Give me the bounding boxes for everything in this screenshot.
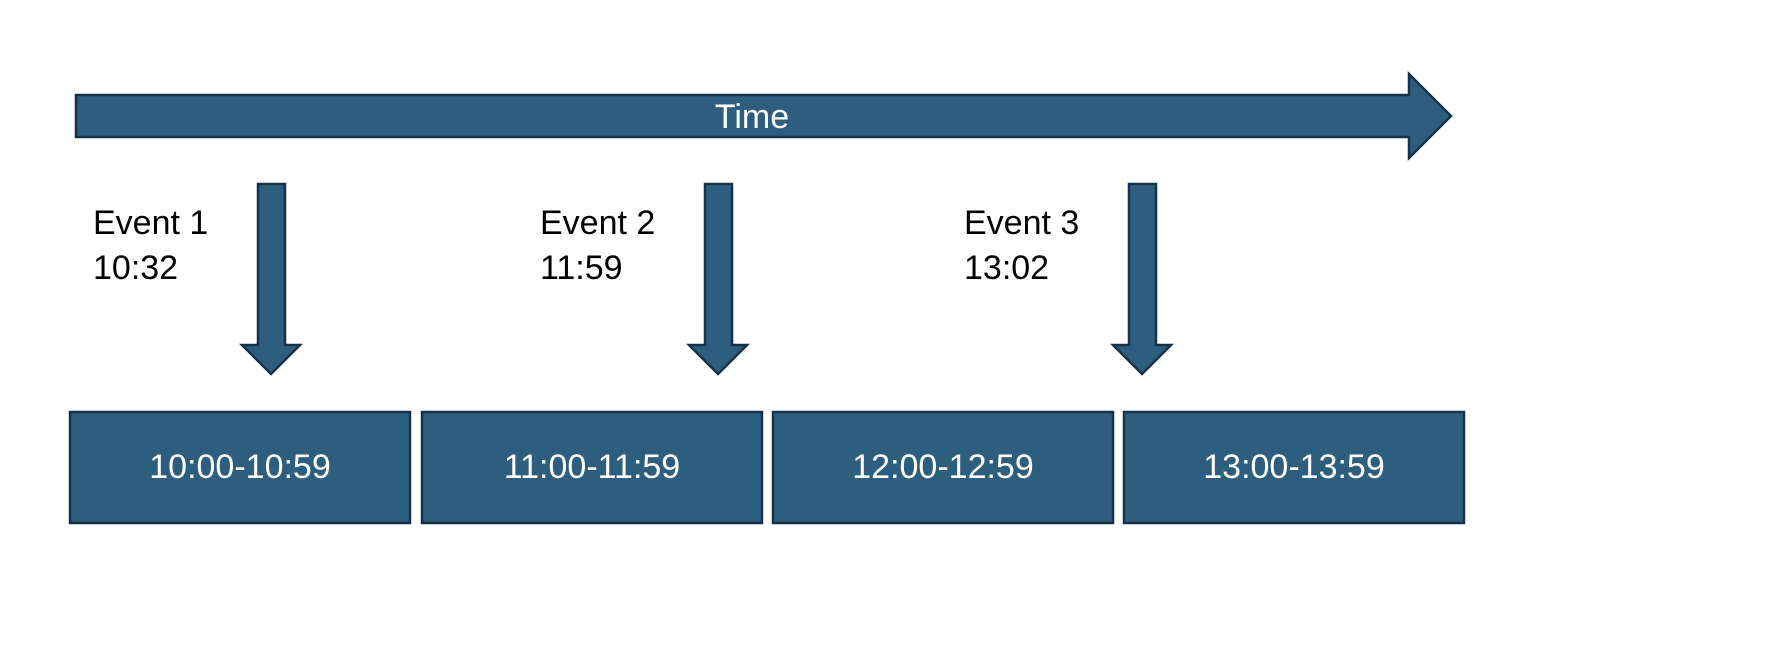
event-3-down-arrow <box>1109 182 1175 376</box>
event-1-time: 10:32 <box>93 249 178 287</box>
event-1-name: Event 1 <box>93 204 208 242</box>
hour-bin-2: 11:00-11:59 <box>420 410 764 525</box>
hour-bin-4-label: 13:00-13:59 <box>1203 448 1385 486</box>
time-arrow-shape <box>74 70 1453 162</box>
time-arrow: Time <box>74 70 1453 162</box>
hour-bin-3-label: 12:00-12:59 <box>852 448 1034 486</box>
event-1-down-arrow <box>238 182 304 376</box>
hour-bin-1: 10:00-10:59 <box>68 410 412 525</box>
hour-bins: 10:00-10:59 11:00-11:59 12:00-12:59 13:0… <box>68 410 1466 525</box>
hour-bin-3: 12:00-12:59 <box>771 410 1115 525</box>
hour-bin-2-box <box>420 410 764 525</box>
event-3-time: 13:02 <box>964 249 1049 287</box>
hour-bin-3-box <box>771 410 1115 525</box>
hour-bin-4-box <box>1122 410 1466 525</box>
event-2: Event 2 11:59 <box>540 182 751 376</box>
hour-bin-1-box <box>68 410 412 525</box>
hour-bin-2-label: 11:00-11:59 <box>504 448 680 486</box>
time-arrow-label: Time <box>715 98 789 136</box>
event-3: Event 3 13:02 <box>964 182 1175 376</box>
hour-bin-4: 13:00-13:59 <box>1122 410 1466 525</box>
event-3-name: Event 3 <box>964 204 1079 242</box>
hour-bin-1-label: 10:00-10:59 <box>149 448 331 486</box>
event-1: Event 1 10:32 <box>93 182 304 376</box>
event-2-name: Event 2 <box>540 204 655 242</box>
event-2-down-arrow <box>685 182 751 376</box>
event-2-time: 11:59 <box>540 249 623 287</box>
